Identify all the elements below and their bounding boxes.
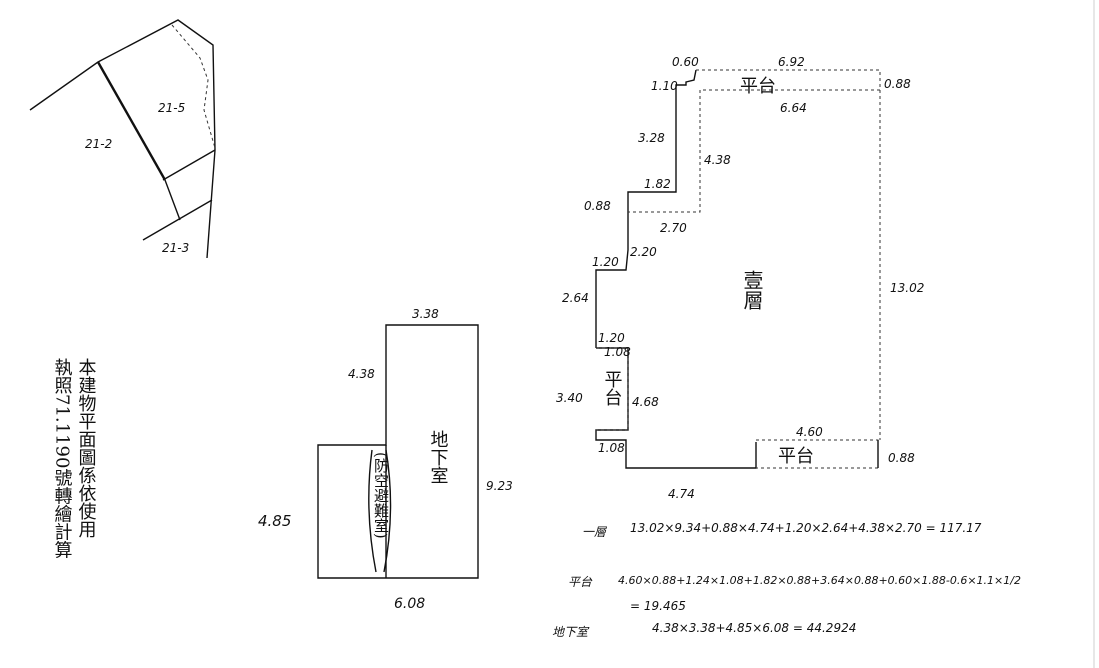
dim-692: 6.92 bbox=[778, 55, 805, 69]
upper-terrace-boundary bbox=[628, 69, 881, 213]
basement-plan: 地下室 (防空避難室) 3.38 4.38 9.23 4.85 6.08 bbox=[258, 307, 513, 612]
shelter-right-paren bbox=[383, 449, 392, 573]
lot-label-21-2: 21-2 bbox=[85, 137, 112, 151]
site-outline bbox=[29, 19, 216, 259]
dim-088-top: 0.88 bbox=[884, 77, 911, 91]
lot-boundary-21-3 bbox=[142, 199, 213, 241]
vertical-notes: 本建物平面圖係依使用 執照71.1190號轉繪計算 bbox=[52, 358, 97, 559]
dim-220: 2.20 bbox=[630, 245, 657, 259]
building-footprint-sketch bbox=[171, 24, 216, 149]
terrace-label-top: 平台 bbox=[740, 76, 776, 97]
dim-110: 1.10 bbox=[651, 79, 678, 93]
mid-terrace-boundary bbox=[596, 347, 629, 431]
lot-label-21-5: 21-5 bbox=[158, 101, 185, 115]
lot-boundary-21-2 bbox=[96, 61, 167, 181]
calc-l1-label: 一層 bbox=[582, 525, 608, 539]
basement-dim-left: 4.38 bbox=[348, 367, 375, 381]
dim-664: 6.64 bbox=[780, 101, 807, 115]
calc-basement-expr: 4.38×3.38+4.85×6.08 = 44.2924 bbox=[652, 621, 856, 635]
dim-474: 4.74 bbox=[668, 487, 695, 501]
basement-dim-bottom: 6.08 bbox=[394, 596, 425, 612]
shelter-label: (防空避難室) bbox=[372, 452, 390, 539]
calc-l1-expr: 13.02×9.34+0.88×4.74+1.20×2.64+4.38×2.70… bbox=[630, 521, 982, 535]
dim-182: 1.82 bbox=[644, 177, 671, 191]
dim-088-left: 0.88 bbox=[584, 199, 611, 213]
lower-terrace-boundary bbox=[756, 439, 879, 469]
dim-108-lower: 1.08 bbox=[598, 441, 625, 455]
calc-terrace-label: 平台 bbox=[568, 575, 593, 589]
calc-basement-label: 地下室 bbox=[552, 625, 590, 639]
dim-328: 3.28 bbox=[638, 131, 665, 145]
basement-title: 地下室 bbox=[428, 430, 449, 484]
dim-088-bottom: 0.88 bbox=[888, 451, 915, 465]
dim-270: 2.70 bbox=[660, 221, 687, 235]
calc-terrace-expr: 4.60×0.88+1.24×1.08+1.82×0.88+3.64×0.88+… bbox=[618, 574, 1021, 587]
basement-dim-left-ext: 4.85 bbox=[258, 512, 291, 530]
floor-left-outline-upper bbox=[595, 69, 697, 348]
lot-label-21-3: 21-3 bbox=[162, 241, 189, 255]
calc-terrace-result: = 19.465 bbox=[630, 599, 686, 613]
shelter-left-paren bbox=[368, 449, 377, 573]
dim-264: 2.64 bbox=[562, 291, 589, 305]
basement-dim-top: 3.38 bbox=[412, 307, 439, 321]
note-column-1: 本建物平面圖係依使用 bbox=[76, 358, 97, 538]
dim-120-upper: 1.20 bbox=[592, 255, 619, 269]
basement-dim-right: 9.23 bbox=[486, 479, 513, 493]
area-calculations: 一層 13.02×9.34+0.88×4.74+1.20×2.64+4.38×2… bbox=[552, 521, 1021, 639]
site-sketch: 21-2 21-5 21-3 bbox=[29, 19, 216, 259]
dim-468: 4.68 bbox=[632, 395, 659, 409]
dim-108-upper: 1.08 bbox=[604, 345, 631, 359]
dim-1302: 13.02 bbox=[890, 281, 924, 295]
note-column-2: 執照71.1190號轉繪計算 bbox=[52, 358, 73, 559]
dim-460: 4.60 bbox=[796, 425, 823, 439]
dim-120-lower: 1.20 bbox=[598, 331, 625, 345]
floor-plan: 壹層 平台 平台 平台 0.60 6.92 0.88 1.10 6.64 3.2… bbox=[556, 55, 924, 501]
lot-boundary-lower bbox=[164, 179, 181, 221]
basement-outline bbox=[317, 324, 479, 579]
dim-060: 0.60 bbox=[672, 55, 699, 69]
lot-boundary-21-5-bottom bbox=[162, 149, 216, 181]
terrace-label-bottom: 平台 bbox=[778, 446, 814, 467]
dim-438: 4.38 bbox=[704, 153, 731, 167]
terrace-label-mid: 平台 bbox=[602, 370, 623, 406]
dim-340: 3.40 bbox=[556, 391, 583, 405]
floor-title: 壹層 bbox=[740, 270, 764, 310]
